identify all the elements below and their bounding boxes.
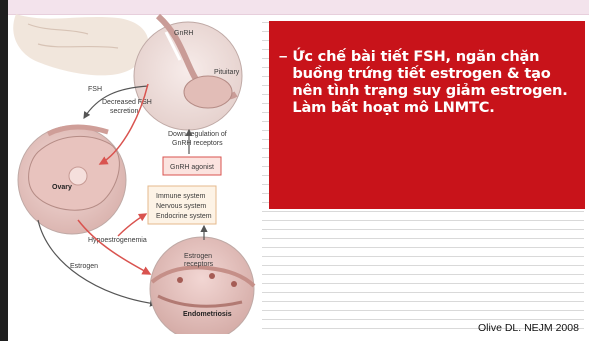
label-decreased-fsh-1: Decreased FSH <box>102 99 152 106</box>
label-ovary: Ovary <box>52 184 72 191</box>
ovary-circle <box>18 126 126 234</box>
red-text-box: – Ức chế bài tiết FSH, ngăn chặn buồng t… <box>269 21 585 209</box>
label-endometriosis: Endometriosis <box>183 311 232 318</box>
label-fsh: FSH <box>88 86 102 93</box>
bullet-text: Ức chế bài tiết FSH, ngăn chặn buồng trứ… <box>292 48 573 116</box>
label-estrogen-receptors-2: receptors <box>184 261 214 268</box>
label-nervous-system: Nervous system <box>156 203 206 210</box>
label-endocrine-system: Endocrine system <box>156 213 212 220</box>
estrogen-arrow <box>38 220 156 304</box>
endometriosis-circle <box>150 237 254 334</box>
label-downreg-2: GnRH receptors <box>172 140 223 147</box>
label-estrogen-receptors-1: Estrogen <box>184 253 212 260</box>
label-estrogen: Estrogen <box>70 263 98 270</box>
label-immune-system: Immune system <box>156 193 206 200</box>
label-gnrh: GnRH <box>174 30 193 37</box>
label-downreg-1: Down-regulation of <box>168 131 227 138</box>
label-gnrh-agonist: GnRH agonist <box>170 164 214 171</box>
gnrh-agonist-diagram: GnRH Pituitary FSH Decreased FSH secreti… <box>8 14 266 334</box>
left-accent-bar <box>0 0 8 341</box>
top-band <box>8 0 589 15</box>
label-pituitary: Pituitary <box>214 69 240 76</box>
bullet-item: – Ức chế bài tiết FSH, ngăn chặn buồng t… <box>279 48 573 116</box>
citation: Olive DL. NEJM 2008 <box>478 322 579 334</box>
bullet-dash: – <box>279 48 287 65</box>
brain-illustration <box>13 14 148 75</box>
label-decreased-fsh-2: secretion <box>110 108 139 115</box>
